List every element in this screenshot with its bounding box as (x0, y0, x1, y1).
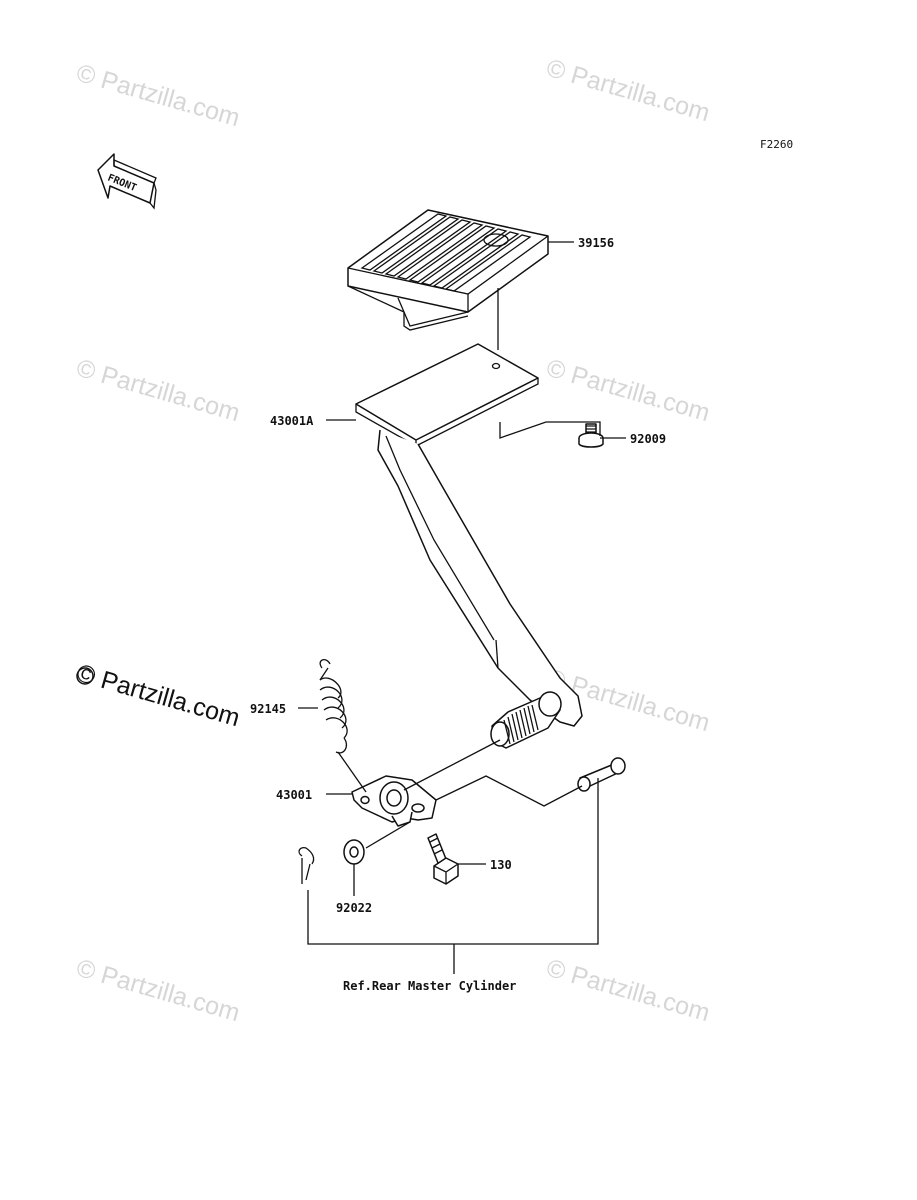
callout-labels: 39156 43001A 92009 92145 43001 130 92022… (250, 236, 666, 993)
watermark: © Partzilla.com (73, 354, 243, 427)
watermark: © Partzilla.com (73, 954, 243, 1027)
callout-pedal-plate: 43001A (270, 414, 314, 428)
washer (343, 839, 365, 865)
watermark-dark: © Partzilla.com (73, 659, 243, 732)
pedal-arm (377, 429, 583, 727)
callout-pedal: 43001 (276, 788, 312, 802)
brake-lever (351, 775, 437, 827)
callout-small-bolt: 92009 (630, 432, 666, 446)
watermark: © Partzilla.com (73, 59, 243, 132)
copyright-icon (76, 667, 94, 685)
callout-bolt: 130 (490, 858, 512, 872)
watermark: © Partzilla.com (543, 954, 713, 1027)
callout-pad: 39156 (578, 236, 614, 250)
leader-lines (298, 241, 626, 974)
diagram-code: F2260 (760, 138, 793, 151)
clevis-pin (577, 757, 626, 792)
callout-spring: 92145 (250, 702, 286, 716)
cotter-pin (298, 846, 315, 884)
small-bolt (578, 423, 604, 448)
reference-label: Ref.Rear Master Cylinder (343, 979, 516, 993)
pedal-plate (355, 343, 539, 447)
watermark: © Partzilla.com (543, 54, 713, 127)
pedal-pad (347, 209, 549, 331)
spring (319, 659, 348, 754)
front-arrow-icon: FRONT (97, 153, 157, 210)
callout-washer: 92022 (336, 901, 372, 915)
watermark-group: © Partzilla.com © Partzilla.com © Partzi… (73, 54, 713, 1027)
pedal-shaft (490, 691, 562, 749)
bolt (427, 833, 459, 885)
watermark: © Partzilla.com (543, 354, 713, 427)
